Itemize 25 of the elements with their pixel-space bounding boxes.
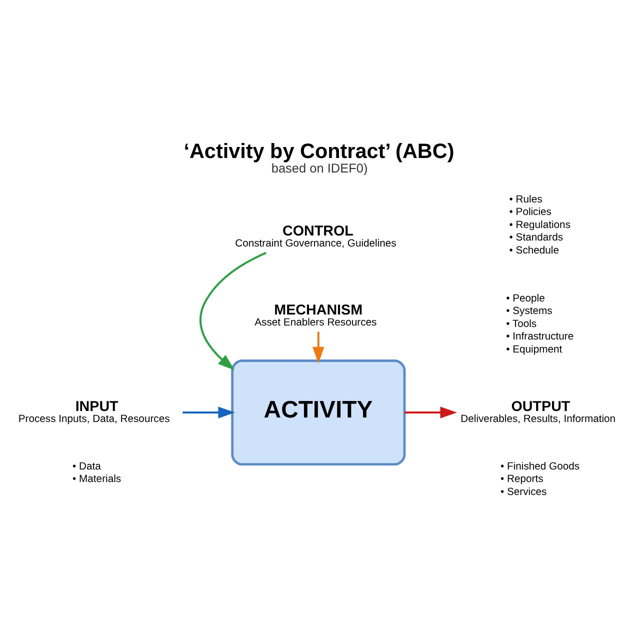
label: • People xyxy=(506,292,545,304)
label: • Finished Goods xyxy=(500,460,580,472)
node-box: ACTIVITY xyxy=(231,359,406,466)
label: • Standards xyxy=(509,232,564,244)
label: • Equipment xyxy=(506,344,562,355)
label: • Systems xyxy=(506,306,552,317)
arrow xyxy=(404,406,457,418)
label: • Policies xyxy=(509,206,552,218)
label: • Data xyxy=(72,460,101,472)
label: • Schedule xyxy=(509,244,559,256)
diagram-title: ‘Activity by Contract’ (ABC) xyxy=(184,140,454,163)
arrow xyxy=(200,251,266,370)
label: • Regulations xyxy=(509,219,570,230)
label: • Infrastructure xyxy=(506,331,574,342)
node-text: CONTROL Constraint Governance, Guidelines xyxy=(235,223,396,250)
label: • Reports xyxy=(500,474,544,485)
label: • Services xyxy=(500,486,547,498)
arrow xyxy=(312,331,324,364)
node-text: OUTPUT Deliverables, Results, Information xyxy=(460,398,616,425)
label: • Materials xyxy=(72,474,122,485)
node-text: INPUT Process Inputs, Data, Resources xyxy=(18,398,170,425)
label: • Tools xyxy=(506,318,537,330)
arrow xyxy=(182,406,235,418)
node-text: MECHANISM Asset Enablers Resources xyxy=(254,302,377,328)
label: • Rules xyxy=(509,194,542,205)
